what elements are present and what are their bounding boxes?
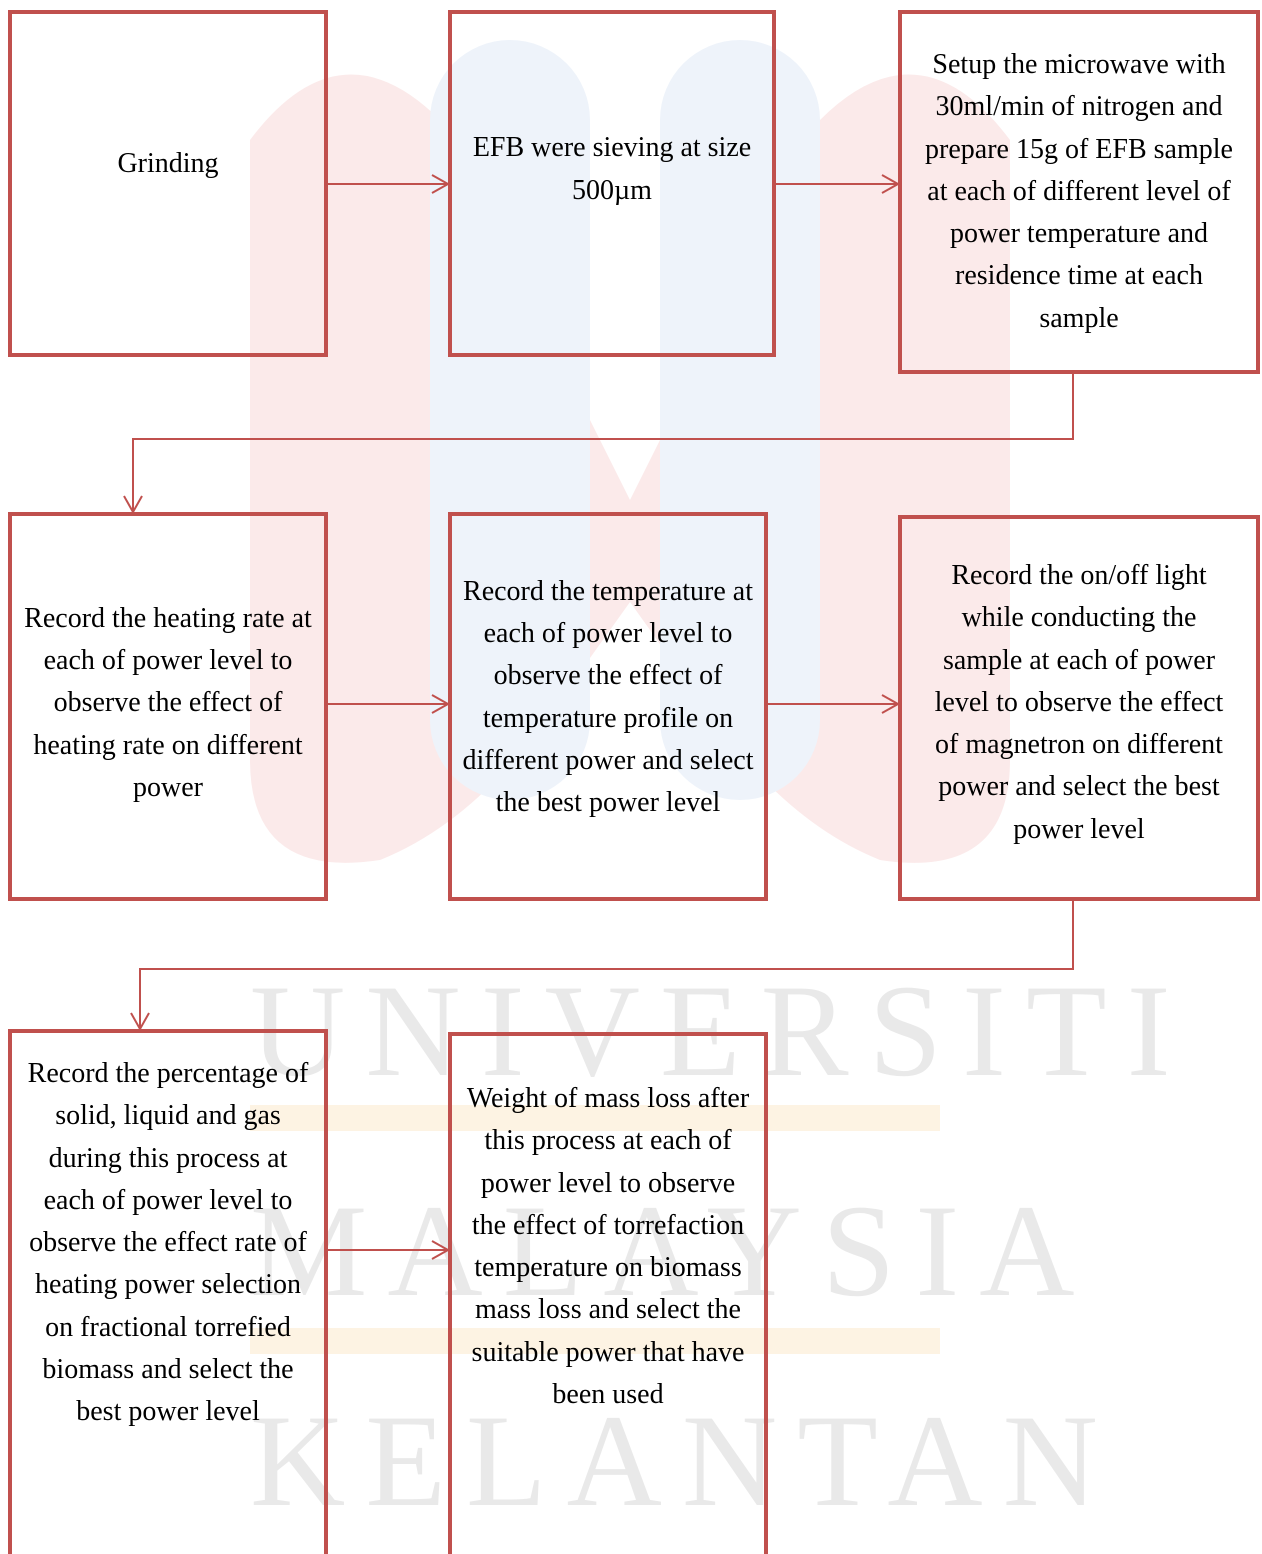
arrow-setup-to-heating-rate xyxy=(132,372,1074,512)
step-temperature: Record the temperature at each of power … xyxy=(448,512,768,901)
step-on-off-light: Record the on/off light while conducting… xyxy=(898,515,1260,901)
step-sieving-text: EFB were sieving at size 500µm xyxy=(472,132,752,206)
step-grinding-text: Grinding xyxy=(117,148,219,180)
watermark-stripe-2 xyxy=(250,1328,940,1354)
step-heating-rate: Record the heating rate at each of power… xyxy=(8,512,328,901)
step-temperature-text: Record the temperature at each of power … xyxy=(462,575,754,819)
step-sieving: EFB were sieving at size 500µm xyxy=(448,10,776,357)
step-heating-rate-text: Record the heating rate at each of power… xyxy=(24,602,312,803)
step-on-off-light-text: Record the on/off light while conducting… xyxy=(934,559,1224,845)
step-percentage: Record the percentage of solid, liquid a… xyxy=(8,1029,328,1554)
arrow-on-off-light-to-percentage xyxy=(139,898,1074,1029)
step-grinding: Grinding xyxy=(8,10,328,357)
step-mass-loss: Weight of mass loss after this process a… xyxy=(448,1032,768,1554)
step-mass-loss-text: Weight of mass loss after this process a… xyxy=(466,1083,750,1411)
watermark-stem-right xyxy=(660,40,820,800)
step-setup-text: Setup the microwave with 30ml/min of nit… xyxy=(925,48,1233,334)
step-percentage-text: Record the percentage of solid, liquid a… xyxy=(27,1058,309,1428)
watermark-stripe-1 xyxy=(250,1105,940,1131)
step-setup: Setup the microwave with 30ml/min of nit… xyxy=(898,10,1260,374)
watermark-stem-left xyxy=(430,40,590,800)
